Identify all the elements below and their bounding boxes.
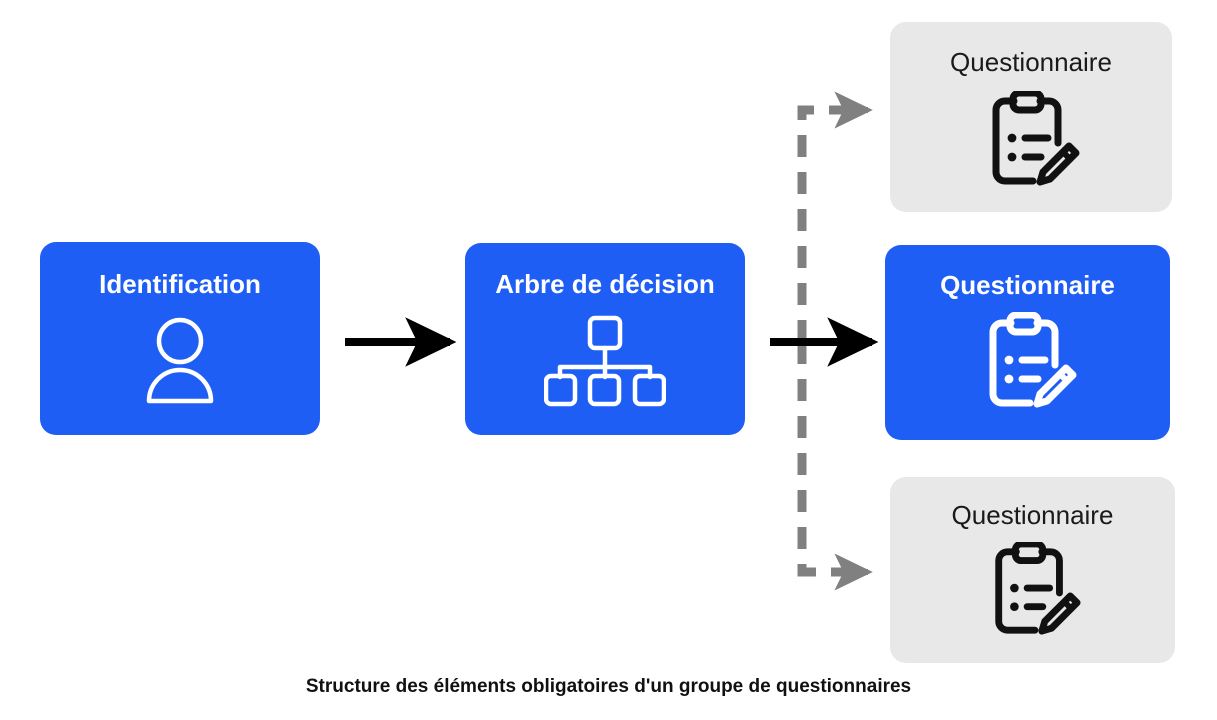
connector-arbre-to-questionnaire-bottom — [797, 342, 873, 591]
node-identification[interactable]: Identification — [40, 242, 320, 435]
person-icon — [141, 313, 219, 410]
node-questionnaire-bottom[interactable]: Questionnaire — [890, 477, 1175, 663]
node-questionnaire-bottom-label: Questionnaire — [951, 500, 1114, 530]
clipboard-pencil-icon — [984, 540, 1082, 643]
clipboard-pencil-icon — [981, 89, 1081, 194]
diagram-caption: Structure des éléments obligatoires d'un… — [305, 676, 912, 697]
node-questionnaire-top-label: Questionnaire — [950, 47, 1112, 77]
node-questionnaire-top[interactable]: Questionnaire — [890, 22, 1172, 212]
node-arbre-de-decision-label: Arbre de décision — [495, 269, 715, 299]
clipboard-pencil-icon — [978, 311, 1078, 417]
connector-arbre-to-questionnaire-top — [797, 91, 873, 342]
node-identification-label: Identification — [99, 269, 261, 299]
node-questionnaire-middle[interactable]: Questionnaire — [885, 245, 1170, 440]
decision-tree-icon — [543, 315, 667, 412]
node-questionnaire-middle-label: Questionnaire — [940, 270, 1115, 300]
node-arbre-de-decision[interactable]: Arbre de décision — [465, 243, 745, 435]
